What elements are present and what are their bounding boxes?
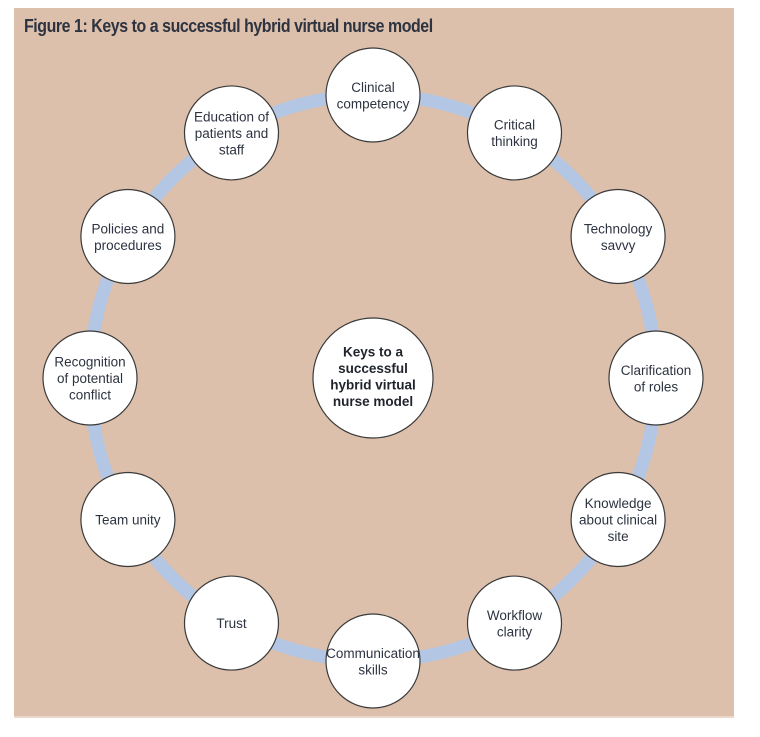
node-circle — [325, 47, 421, 143]
node-label-line: Trust — [216, 616, 246, 631]
node-circle — [183, 85, 280, 181]
center-node-label-line: hybrid virtual — [330, 377, 416, 392]
node-circle — [466, 85, 563, 181]
node-circle — [608, 330, 704, 426]
node-label-line: about clinical — [579, 513, 657, 528]
node-technology-savvy: Technology savvy — [570, 188, 666, 285]
node-circle — [80, 471, 176, 568]
node-label-line: clarity — [497, 624, 533, 639]
center-node-circle — [312, 317, 434, 439]
node-label-line: Critical — [494, 118, 535, 133]
panel-edge — [14, 716, 734, 718]
node-label-line: Technology — [584, 221, 653, 236]
node-label-line: of potential — [57, 371, 123, 386]
node-circle — [570, 471, 666, 568]
node-circle — [80, 188, 176, 285]
node-label-line: staff — [219, 142, 245, 157]
node-label-line: Policies and — [92, 221, 165, 236]
node-label-line: Communication — [326, 646, 420, 661]
node-label-line: Recognition — [54, 355, 125, 370]
node-policies-and-procedures: Policies and procedures — [80, 188, 176, 285]
node-label-line: conflict — [69, 388, 111, 403]
node-label-line: Clinical — [351, 80, 395, 95]
center-node-label-line: successful — [338, 361, 408, 376]
node-label-line: site — [608, 529, 629, 544]
node-circle — [570, 188, 666, 285]
center-node-label-line: nurse model — [333, 394, 413, 409]
node-label-line: Knowledge — [585, 496, 652, 511]
node-label-line: patients and — [195, 126, 269, 141]
figure-title: Figure 1: Keys to a successful hybrid vi… — [24, 15, 433, 36]
node-circle — [42, 330, 138, 426]
node-circle — [466, 575, 563, 671]
node-circle — [325, 613, 421, 709]
node-circle — [183, 575, 280, 671]
node-trust: Trust — [183, 575, 280, 671]
node-label-line: competency — [337, 96, 410, 111]
node-label-line: Team unity — [95, 513, 161, 528]
node-label-line: thinking — [491, 134, 538, 149]
center-node-label-line: Keys to a — [343, 344, 404, 359]
node-label-line: of roles — [634, 379, 679, 394]
node-label-line: procedures — [94, 238, 162, 253]
outer-nodes: ClinicalcompetencyCriticalthinkingTechno… — [42, 47, 704, 709]
node-label-line: skills — [358, 662, 387, 677]
node-label-line: Clarification — [621, 363, 692, 378]
node-label-line: savvy — [601, 238, 636, 253]
node-label-line: Workflow — [487, 608, 543, 623]
node-team-unity: Team unity — [80, 471, 176, 568]
node-label-line: Education of — [194, 109, 269, 124]
